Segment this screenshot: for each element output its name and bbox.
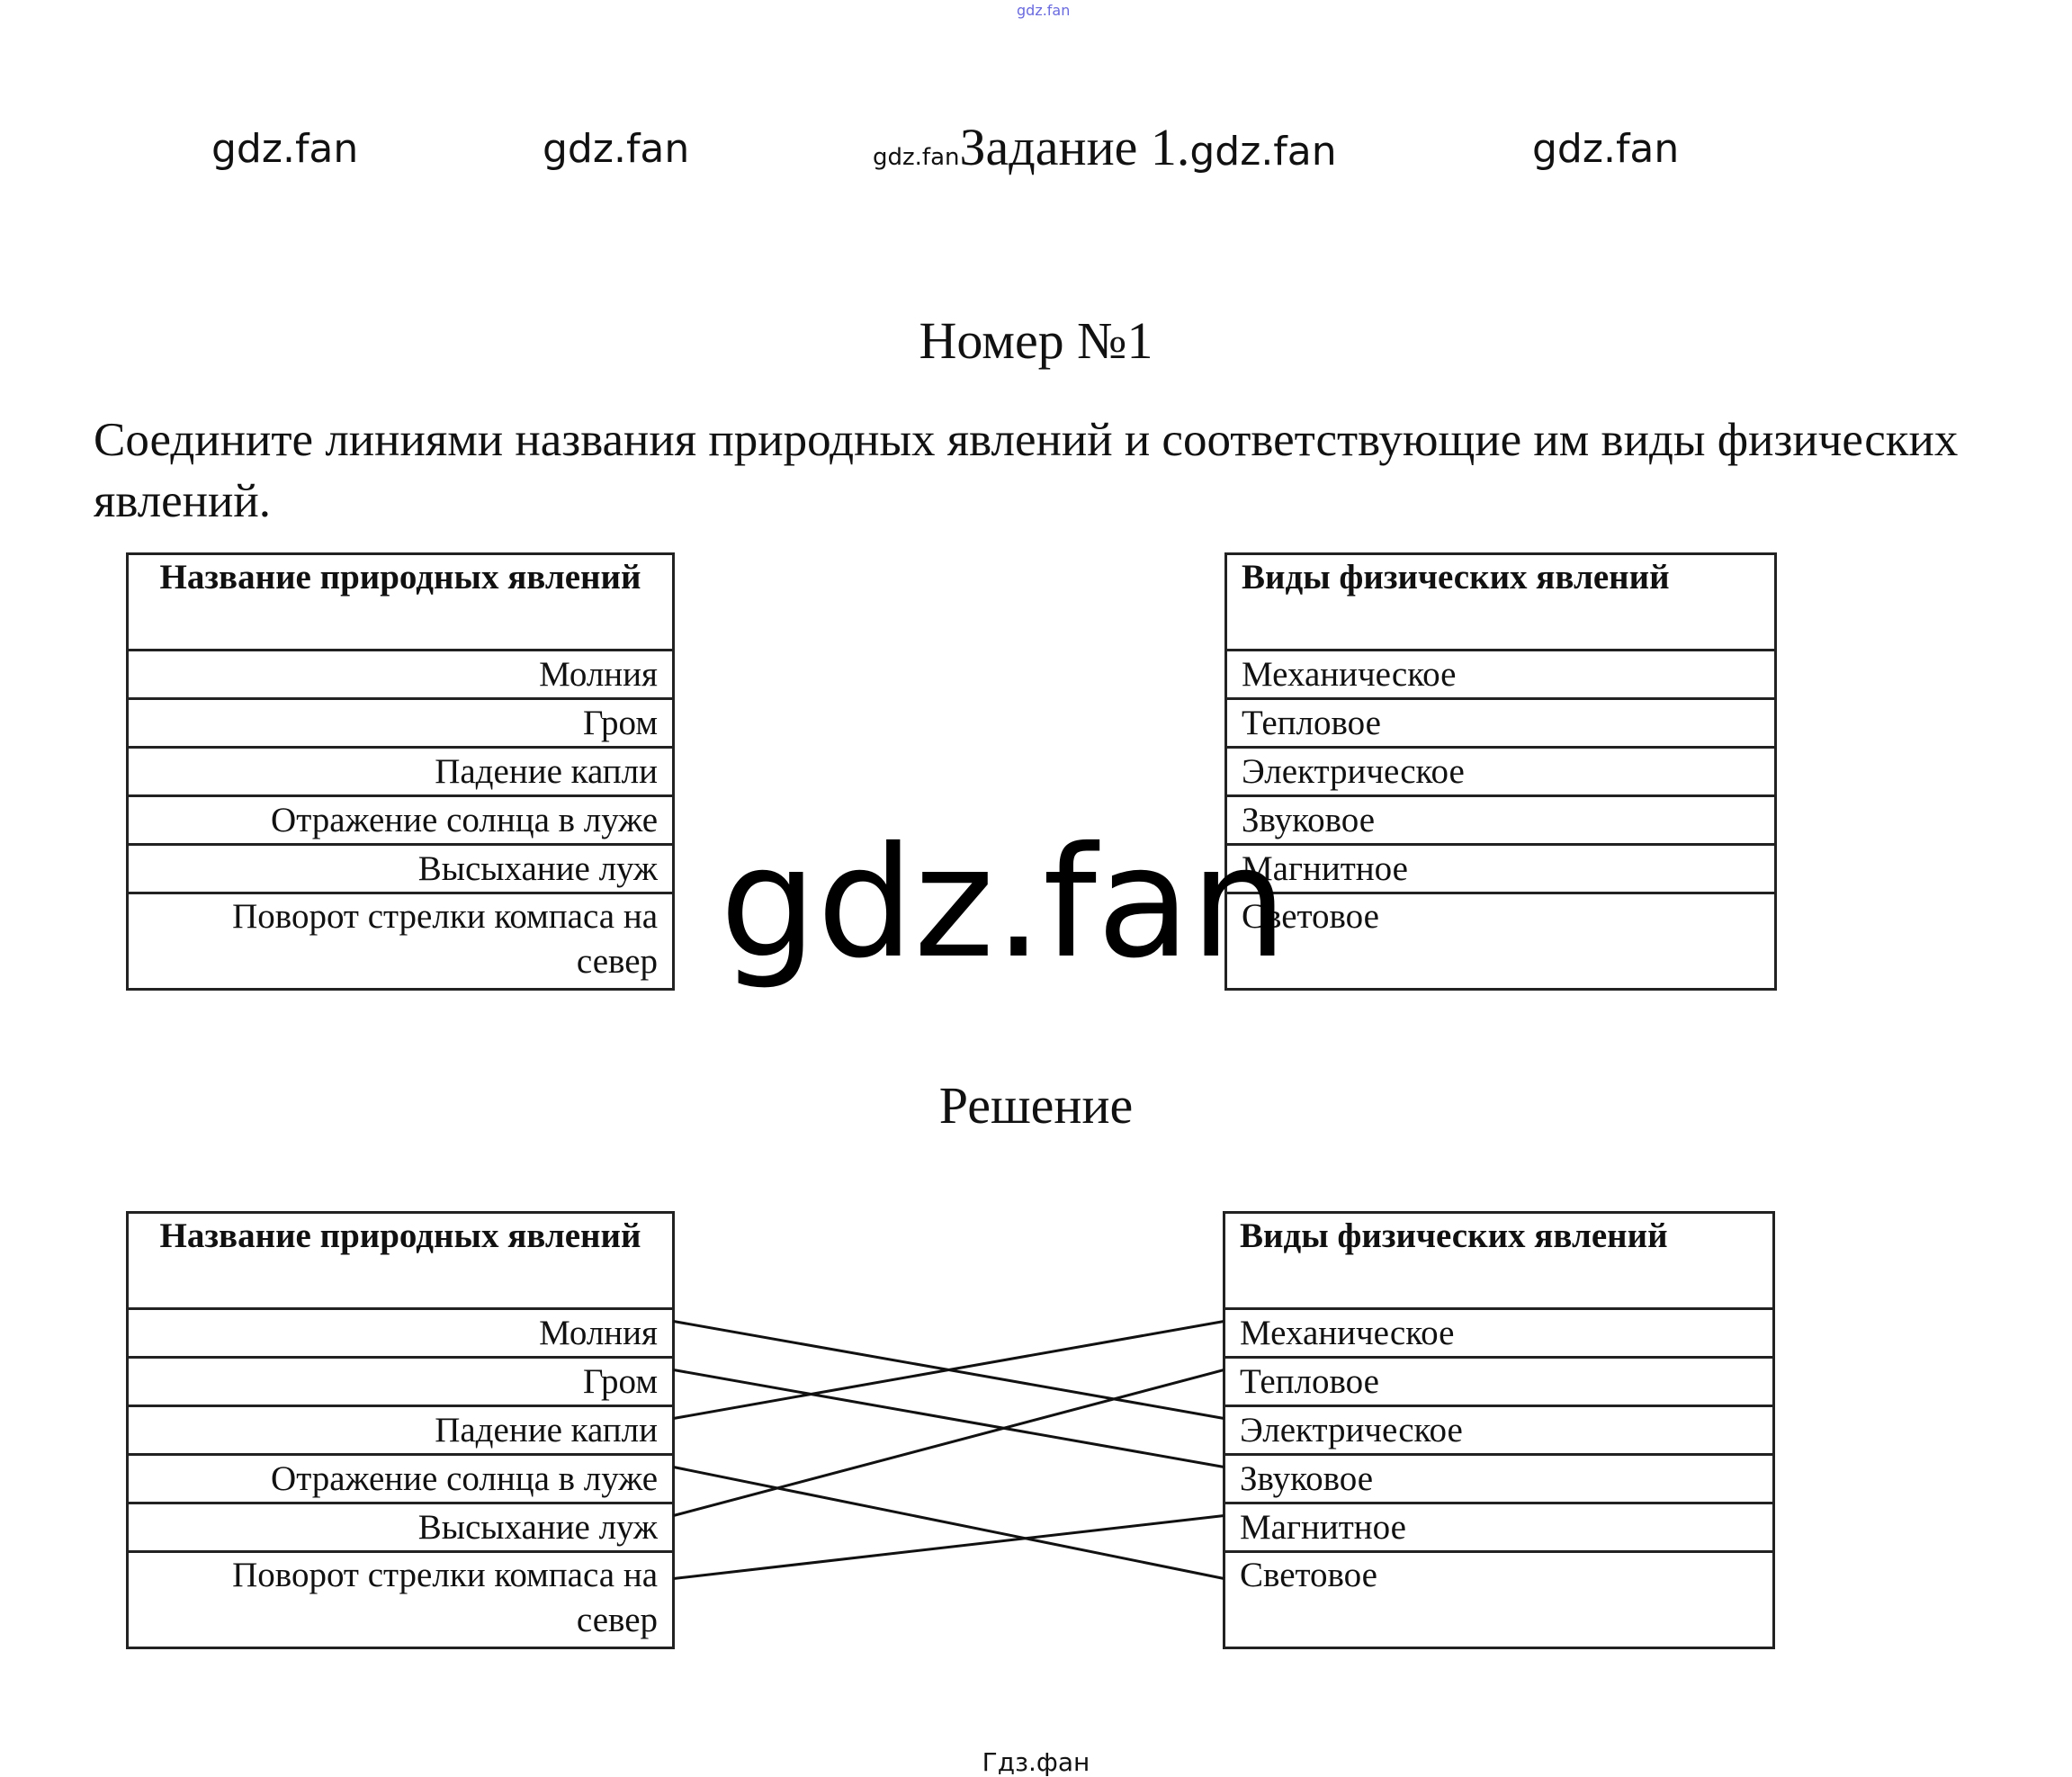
table-cell: Отражение солнца в луже [126,1453,675,1504]
solution-title: Решение [938,1076,1134,1135]
table-header: Виды физических явлений [1224,552,1777,651]
connection-line [673,1466,1224,1580]
watermark-inline: gdz.fan [873,144,960,171]
table-cell: Звуковое [1223,1453,1775,1504]
table-header: Название природных явлений [126,552,675,651]
task-title-line: gdz.fanЗадание 1.gdz.fan [873,117,1337,177]
table-cell: Гром [126,1356,675,1407]
table-cell: Световое [1224,892,1777,991]
footer-watermark: Гдз.фан [982,1747,1090,1777]
table-cell: Падение капли [126,1405,675,1456]
solution-natural-phenomena-table: Название природных явлений Молния Гром П… [126,1211,675,1649]
solution-physical-phenomena-table: Виды физических явлений Механическое Теп… [1223,1211,1775,1649]
connection-line [673,1369,1224,1517]
watermark: gdz.fan [1189,129,1337,175]
table-cell: Молния [126,1307,675,1359]
physical-phenomena-table: Виды физических явлений Механическое Теп… [1224,552,1777,991]
table-cell: Поворот стрелки компаса на север [126,892,675,991]
number-title: Номер №1 [919,311,1153,370]
watermark-top: gdz.fan [1017,2,1071,19]
table-cell: Гром [126,697,675,749]
connection-line [673,1369,1224,1468]
question-text: Соедините линиями названия природных явл… [94,414,1959,527]
table-cell: Магнитное [1223,1502,1775,1553]
watermark: gdz.fan [1532,126,1680,172]
watermark-big: gdz.fan [720,814,1287,992]
task-title: Задание 1. [959,118,1190,176]
table-cell: Механическое [1223,1307,1775,1359]
watermark: gdz.fan [543,126,690,172]
table-cell: Тепловое [1223,1356,1775,1407]
natural-phenomena-table: Название природных явлений Молния Гром П… [126,552,675,991]
table-header: Виды физических явлений [1223,1211,1775,1310]
table-header: Название природных явлений [126,1211,675,1310]
connection-line [673,1320,1224,1420]
table-cell: Магнитное [1224,843,1777,894]
table-cell: Поворот стрелки компаса на север [126,1550,675,1649]
table-cell: Световое [1223,1550,1775,1649]
table-cell: Падение капли [126,746,675,797]
table-cell: Молния [126,649,675,700]
table-cell: Высыхание луж [126,843,675,894]
table-cell: Тепловое [1224,697,1777,749]
table-cell: Звуковое [1224,794,1777,846]
table-cell: Электрическое [1223,1405,1775,1456]
table-cell: Механическое [1224,649,1777,700]
table-cell: Высыхание луж [126,1502,675,1553]
connection-line [673,1320,1224,1420]
watermark: gdz.fan [211,126,359,172]
connection-line [673,1514,1224,1580]
table-cell: Отражение солнца в луже [126,794,675,846]
table-cell: Электрическое [1224,746,1777,797]
